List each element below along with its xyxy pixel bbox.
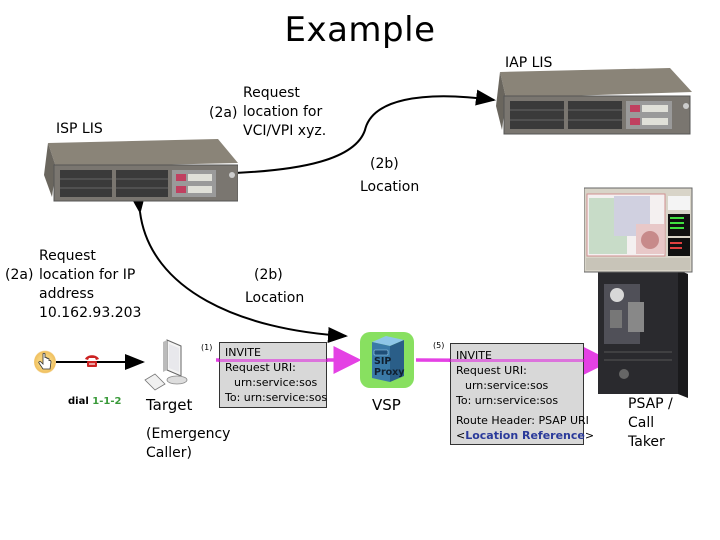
- invite-1-line: Request URI:: [225, 361, 296, 374]
- sip-proxy-label-line: SIP: [374, 356, 392, 367]
- top-request-line: location for: [243, 104, 323, 120]
- left-request-line: address: [39, 286, 95, 302]
- top-request-text: Request location for VCI/VPI xyz.: [243, 84, 326, 141]
- psap-label: PSAP / Call Taker: [628, 395, 673, 452]
- invite-1-line: INVITE: [225, 346, 261, 359]
- left-request-line: Request: [39, 248, 96, 264]
- invite-5-line: Request URI:: [456, 364, 527, 377]
- invite-1-message-box: INVITE Request URI: urn:service:sos To: …: [219, 342, 327, 408]
- sip-proxy-label-line: Proxy: [374, 367, 405, 378]
- target-sublabel-line: (Emergency: [146, 426, 231, 442]
- invite-1-line: urn:service:sos: [234, 376, 318, 389]
- mid-location-text: Location: [245, 290, 305, 306]
- left-request-line: location for IP: [39, 267, 136, 283]
- sip-flow-5-overlay: [449, 359, 585, 362]
- location-reference-open: <: [456, 429, 466, 442]
- top-request-line: Request: [243, 85, 300, 101]
- step-1-tag: (1): [201, 343, 213, 352]
- iap-lis-label: IAP LIS: [505, 55, 553, 71]
- target-label: Target: [146, 396, 193, 414]
- computer-icon: [144, 339, 188, 391]
- left-request-text: Request location for IP address 10.162.9…: [39, 247, 141, 323]
- isp-lis-label: ISP LIS: [56, 121, 103, 137]
- left-request-step: (2a): [5, 267, 34, 283]
- location-reference-text: Location Reference: [465, 429, 585, 442]
- sip-flow-1-overlay: [218, 359, 328, 362]
- vsp-label: VSP: [372, 396, 401, 414]
- sip-proxy-label: SIP Proxy: [374, 356, 405, 378]
- lis-to-proxy-connector: [129, 193, 348, 343]
- top-request-line: VCI/VPI xyz.: [243, 123, 327, 139]
- top-request-step: (2a): [209, 105, 238, 121]
- psap-label-line: Taker: [628, 434, 665, 450]
- left-request-line: 10.162.93.203: [39, 305, 142, 321]
- sip-proxy-node: SIP Proxy: [360, 332, 414, 388]
- top-location-text: Location: [360, 179, 420, 195]
- mid-location-step: (2b): [254, 267, 283, 283]
- location-reference-close: >: [584, 429, 595, 442]
- dial-label: dial 1-1-2: [68, 396, 121, 407]
- psap-label-line: PSAP /: [628, 396, 673, 412]
- sip-proxy-server-icon: [372, 336, 404, 382]
- iap-lis-server-icon: [496, 68, 692, 135]
- invite-5-line: INVITE: [456, 349, 492, 362]
- top-location-step: (2b): [370, 156, 399, 172]
- target-sublabel-line: Caller): [146, 445, 192, 461]
- psap-label-line: Call: [628, 415, 655, 431]
- slide-title: Example: [284, 10, 436, 50]
- hand-pointer-icon: [34, 350, 56, 374]
- invite-1-line: To: urn:service:sos: [225, 391, 328, 404]
- isp-lis-server-icon: [44, 139, 238, 202]
- psap-workstation-icon: [584, 187, 693, 398]
- location-reference: <Location Reference>: [456, 428, 594, 443]
- lis-to-lis-connector: [216, 89, 496, 182]
- target-sublabel: (Emergency Caller): [146, 425, 230, 463]
- dial-number: 1-1-2: [92, 396, 122, 407]
- invite-5-line: Route Header: PSAP URI: [456, 414, 589, 427]
- invite-5-line: urn:service:sos: [465, 379, 549, 392]
- step-5-tag: (5): [433, 341, 445, 350]
- dial-prefix: dial: [68, 396, 93, 407]
- telephone-icon: [85, 355, 99, 367]
- invite-5-line: To: urn:service:sos: [456, 394, 559, 407]
